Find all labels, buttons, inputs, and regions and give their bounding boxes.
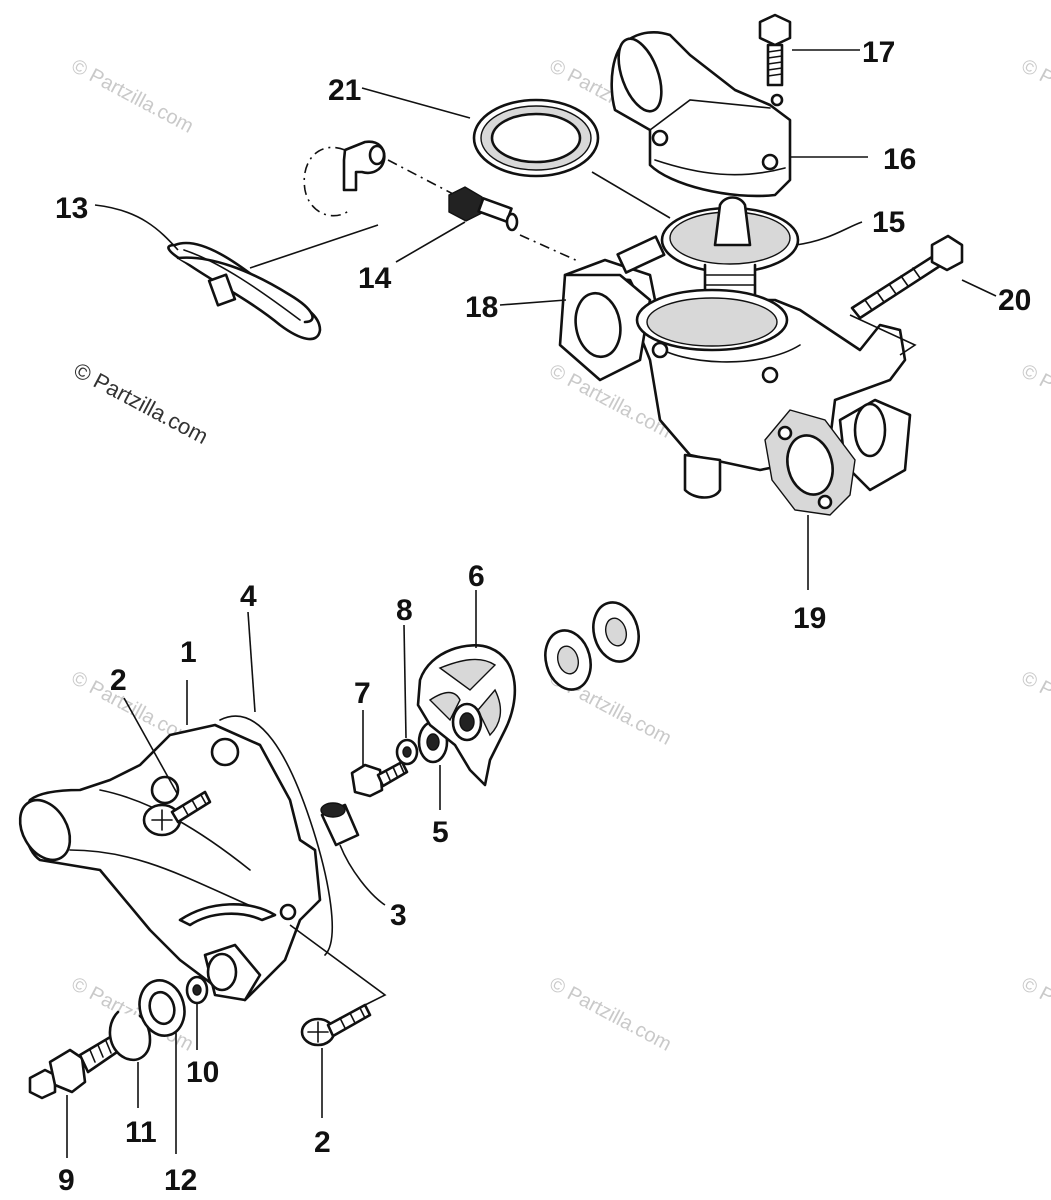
- gasket-19-part: [764, 409, 856, 516]
- cable-tie-part: [167, 241, 322, 341]
- screw-lower-part: [289, 924, 387, 1047]
- callout-10: 10: [186, 1056, 219, 1089]
- bolt-20-part: [849, 234, 964, 356]
- seal-washers-part: [544, 601, 640, 691]
- screw-upper-part: [142, 790, 212, 837]
- washer-8-part: [395, 738, 419, 766]
- callout-17: 17: [862, 36, 895, 69]
- watermark-primary: © Partzilla.com: [70, 357, 213, 449]
- callout-9: 9: [58, 1164, 75, 1197]
- callout-15: 15: [872, 206, 905, 239]
- leader-lines: [66, 49, 997, 1158]
- impeller-part: [416, 644, 517, 787]
- callout-19: 19: [793, 602, 826, 635]
- callout-2-upper: 2: [110, 664, 127, 697]
- callout-2-lower: 2: [314, 1126, 331, 1159]
- thermostat-part: [660, 196, 800, 302]
- callout-14: 14: [358, 262, 392, 295]
- callout-labels: 21 13 14 17 16 15 18 20 19 6 4 8 1 2 7 5…: [55, 36, 1031, 1197]
- watermark: © Partzilla.com: [68, 55, 197, 138]
- hose-elbow-part: [303, 140, 456, 217]
- washer-12-part: [138, 979, 186, 1037]
- o-ring-part: [185, 975, 209, 1005]
- callout-12: 12: [164, 1164, 197, 1197]
- callout-20: 20: [998, 284, 1031, 317]
- callout-3: 3: [390, 899, 407, 932]
- seal-ring-part: [472, 98, 671, 219]
- sleeve-part: [320, 802, 360, 847]
- thermostat-cover-part: [610, 30, 792, 198]
- callout-6: 6: [468, 560, 485, 593]
- temperature-sensor-part: [448, 186, 581, 263]
- pump-housing-part: [558, 235, 912, 499]
- callout-5: 5: [432, 816, 449, 849]
- gasket-ring-4-part: [219, 715, 333, 956]
- callout-16: 16: [883, 143, 916, 176]
- callout-8: 8: [396, 594, 413, 627]
- bolt-17-part: [758, 13, 792, 87]
- watermark: © Partzilla.com: [1018, 360, 1051, 443]
- callout-18: 18: [465, 291, 498, 324]
- watermark: © Partzilla.com: [1018, 973, 1051, 1056]
- callout-1: 1: [180, 636, 197, 669]
- watermark: © Partzilla.com: [1018, 667, 1051, 750]
- drain-plug-part: [28, 1034, 122, 1100]
- watermark: © Partzilla.com: [546, 973, 675, 1056]
- callout-21: 21: [328, 74, 361, 107]
- watermark: © Partzilla.com: [1018, 55, 1051, 138]
- bolt-7-part: [350, 760, 409, 798]
- callout-7: 7: [354, 677, 371, 710]
- callout-13: 13: [55, 192, 88, 225]
- pump-cover-part: [18, 723, 322, 1002]
- callout-4: 4: [240, 580, 257, 613]
- callout-11: 11: [125, 1116, 157, 1149]
